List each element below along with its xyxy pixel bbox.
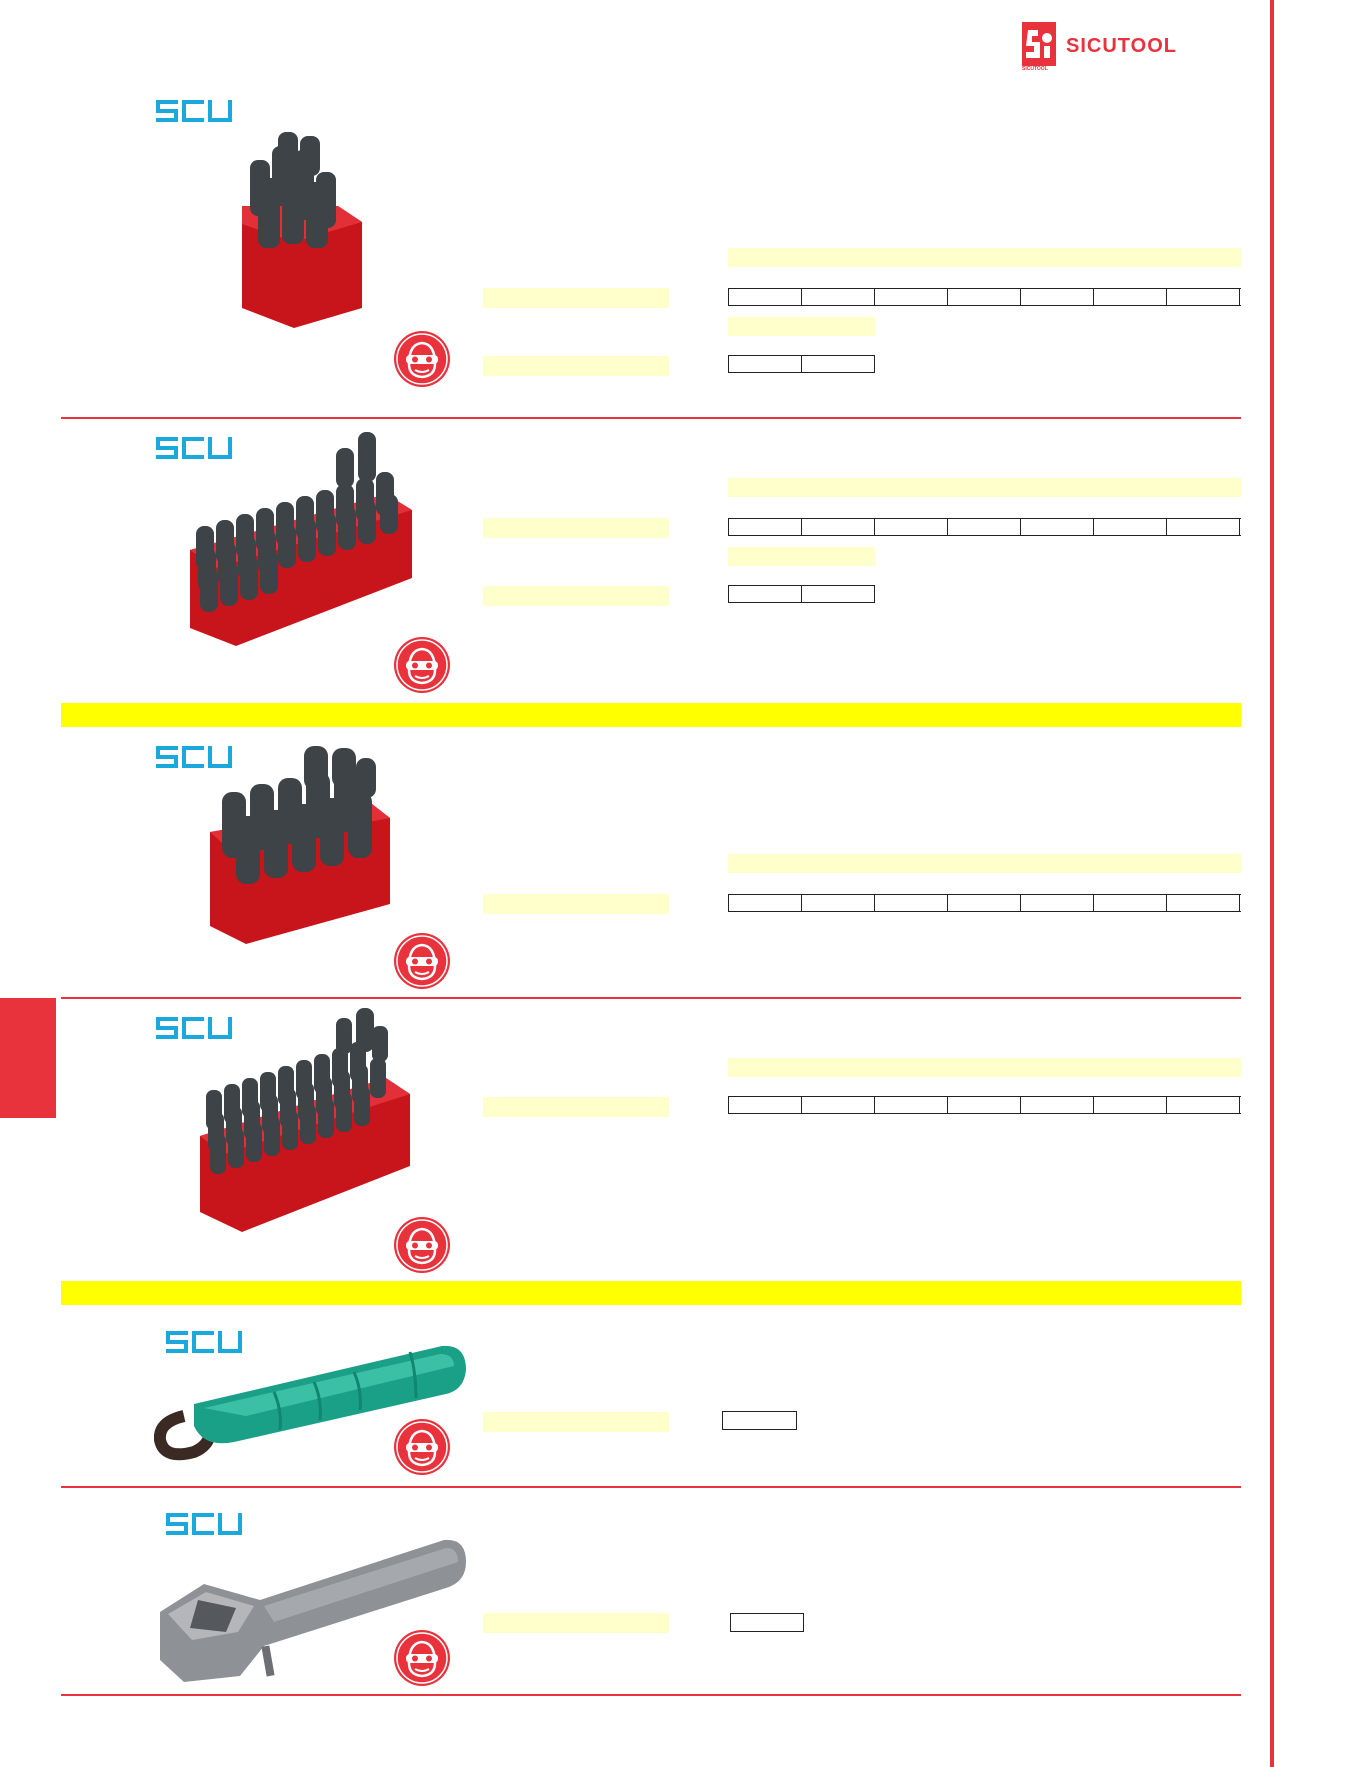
spec-subheader-bar (728, 317, 875, 336)
spec-header-bar (728, 248, 1241, 267)
section-band-yellow (61, 703, 1241, 727)
spec-table (728, 894, 1241, 912)
section-divider (61, 997, 1241, 999)
sicutool-mark-icon (1022, 22, 1056, 66)
safety-goggles-face-icon (394, 1217, 450, 1273)
spec-table (728, 288, 1241, 306)
product-image-green-rubber-punch-holder (154, 1345, 466, 1461)
scu-logo-icon (166, 1513, 242, 1535)
section-band-yellow (61, 1281, 1241, 1305)
spec-label-bar (483, 1097, 669, 1117)
spec-code-box (730, 1613, 804, 1632)
section-divider (61, 417, 1241, 419)
product-image-letter-punch-set-27 (190, 432, 412, 646)
safety-goggles-face-icon (394, 933, 450, 989)
spec-header-bar (728, 1058, 1241, 1077)
scu-logo-icon (156, 746, 232, 768)
spec-label-bar (483, 1412, 669, 1432)
right-margin-rule (1270, 0, 1274, 1767)
brand-subtext: SICUTOOL (1022, 66, 1048, 72)
spec-label-bar (483, 894, 669, 914)
section-divider (61, 1694, 1241, 1696)
scu-logo-icon (156, 437, 232, 459)
scu-logo-icon (166, 1331, 242, 1353)
safety-goggles-face-icon (394, 1419, 450, 1475)
spec-label-bar (483, 518, 669, 538)
spec-label-bar (483, 356, 669, 376)
section-side-tab (0, 998, 56, 1118)
safety-goggles-face-icon (394, 637, 450, 693)
spec-table (728, 518, 1241, 536)
product-image-number-punch-set-13 (210, 746, 390, 944)
product-image-metal-punch-holder (160, 1539, 466, 1682)
spec-header-bar (728, 478, 1241, 497)
spec-label-bar (483, 1613, 669, 1633)
scu-logo-icon (156, 1017, 232, 1039)
spec-table-small (728, 355, 875, 373)
spec-code-box (722, 1411, 797, 1430)
spec-table (728, 1096, 1241, 1114)
product-image-number-punch-set-9 (242, 132, 362, 328)
product-image-letter-punch-set-31 (200, 1008, 410, 1232)
spec-label-bar (483, 288, 669, 308)
scu-logo-icon (156, 100, 232, 122)
safety-goggles-face-icon (394, 331, 450, 387)
spec-table-small (728, 585, 875, 603)
section-divider (61, 1486, 1241, 1488)
spec-header-bar (728, 854, 1241, 873)
spec-label-bar (483, 586, 669, 606)
safety-goggles-face-icon (394, 1630, 450, 1686)
spec-subheader-bar (728, 547, 875, 566)
brand-name: SICUTOOL (1066, 35, 1177, 57)
